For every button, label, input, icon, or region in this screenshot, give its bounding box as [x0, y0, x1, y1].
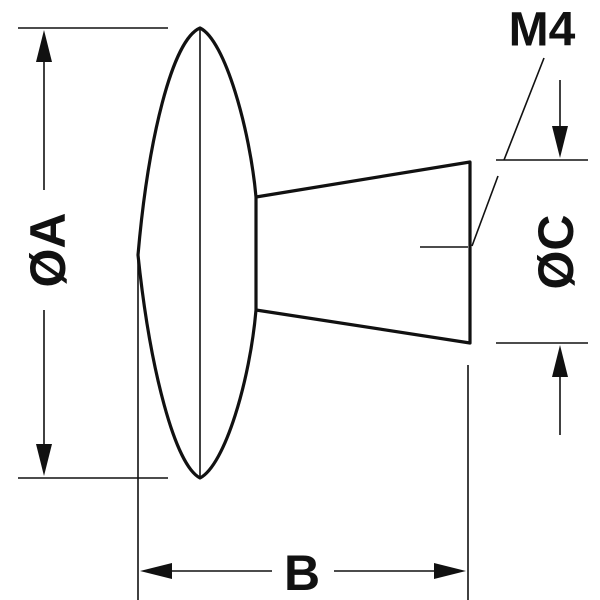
dimension-a-arrow-top	[36, 30, 52, 62]
knob-head	[136, 26, 258, 480]
dimension-a: ØA	[18, 27, 168, 479]
knob-stem	[255, 160, 472, 345]
knob-head-outline	[136, 26, 258, 480]
dimension-c-label: ØC	[528, 215, 584, 290]
thread-leader-lower	[471, 175, 499, 247]
dimension-a-label: ØA	[20, 213, 76, 288]
thread-label: M4	[509, 4, 576, 57]
dimension-c-arrow-top	[552, 126, 568, 158]
thread-leader-upper	[503, 57, 545, 161]
dimension-b-arrow-right	[434, 563, 466, 579]
dimension-b-label: B	[284, 545, 320, 600]
thread-callout: M4	[471, 4, 576, 247]
knob-stem-outline	[255, 160, 472, 345]
dimension-c-arrow-bottom	[552, 345, 568, 377]
dimension-c: ØC	[496, 80, 588, 435]
dimension-b: B	[137, 258, 469, 600]
dimension-b-arrow-left	[140, 563, 172, 579]
dimension-a-arrow-bottom	[36, 444, 52, 476]
